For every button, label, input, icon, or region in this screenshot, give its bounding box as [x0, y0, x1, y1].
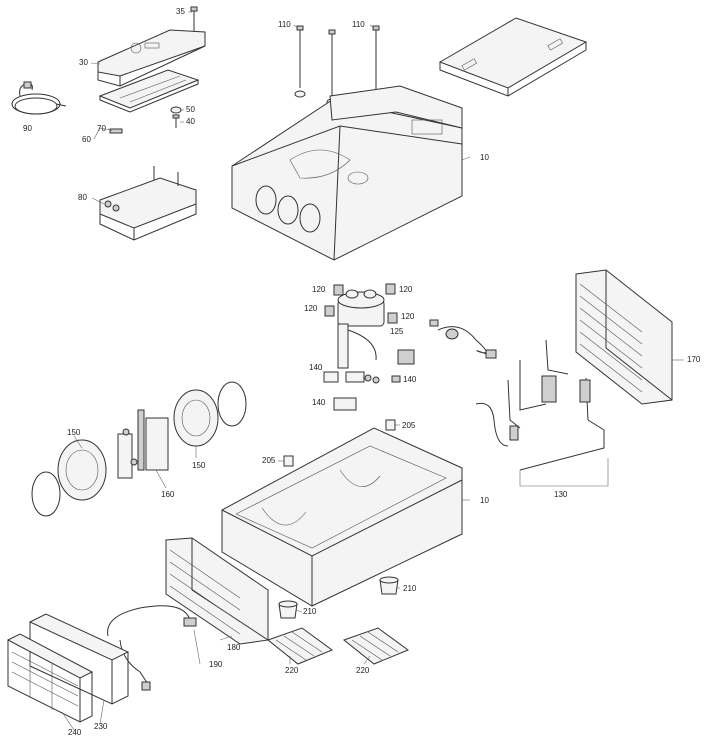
part-30-control-box-cover [97, 29, 206, 87]
part-130-refrigerant-piping [475, 339, 609, 487]
part-240-front-grille [6, 633, 94, 723]
callout-140-a: 140 [309, 363, 323, 372]
callout-30: 30 [79, 58, 88, 67]
part-190-tube-assembly [107, 605, 197, 691]
callout-140-c: 140 [312, 398, 326, 407]
callout-160: 160 [161, 490, 175, 499]
callout-35: 35 [176, 7, 185, 16]
callout-130: 130 [554, 490, 568, 499]
part-10-base-pan [221, 427, 463, 607]
callout-205-right: 205 [402, 421, 416, 430]
callout-240: 240 [68, 728, 82, 737]
callout-210-left: 210 [303, 607, 317, 616]
callout-80: 80 [78, 193, 87, 202]
callout-230: 230 [94, 722, 108, 731]
callout-50: 50 [186, 105, 195, 114]
callout-150-right: 150 [192, 461, 206, 470]
callout-190: 190 [209, 660, 223, 669]
part-40-screw [172, 114, 180, 128]
part-150-blower-wheels [57, 389, 219, 501]
callout-205-left: 205 [262, 456, 276, 465]
part-50-washer [170, 106, 182, 114]
part-140-mounts [323, 371, 401, 411]
part-top-cover-plate [438, 17, 588, 97]
callout-10-upper: 10 [480, 153, 489, 162]
callout-10-lower: 10 [480, 496, 489, 505]
callout-180: 180 [227, 643, 241, 652]
callout-90: 90 [23, 124, 32, 133]
callout-210-right: 210 [403, 584, 417, 593]
part-35-screw [190, 6, 198, 34]
callout-40: 40 [186, 117, 195, 126]
part-blower-rings [31, 381, 247, 517]
part-10-upper-housing [231, 85, 463, 261]
callout-120-a: 120 [312, 285, 326, 294]
callout-120-d: 120 [401, 312, 415, 321]
callout-110-right: 110 [352, 20, 365, 29]
callout-220-left: 220 [285, 666, 299, 675]
part-125-compressor [337, 289, 415, 369]
callout-150-left: 150 [67, 428, 81, 437]
callout-70: 70 [97, 124, 106, 133]
part-80-bracket [99, 166, 197, 241]
callout-170: 170 [687, 355, 701, 364]
callout-140-b: 140 [403, 375, 417, 384]
part-120-caps [324, 283, 398, 324]
callout-110-left: 110 [278, 20, 291, 29]
callout-60: 60 [82, 135, 91, 144]
callout-220-right: 220 [356, 666, 370, 675]
part-220-grilles [266, 627, 410, 665]
part-60-control-board [98, 69, 200, 113]
part-160-motor-bracket [117, 409, 169, 479]
part-210-cups [278, 576, 399, 619]
part-170-condenser-coil [575, 269, 673, 405]
part-wiring-harness [429, 319, 497, 359]
part-90-cable [11, 81, 67, 115]
callout-120-c: 120 [304, 304, 318, 313]
callout-125: 125 [390, 327, 404, 336]
callout-120-b: 120 [399, 285, 413, 294]
leader-lines [61, 11, 684, 731]
part-70-fuse [109, 128, 123, 134]
